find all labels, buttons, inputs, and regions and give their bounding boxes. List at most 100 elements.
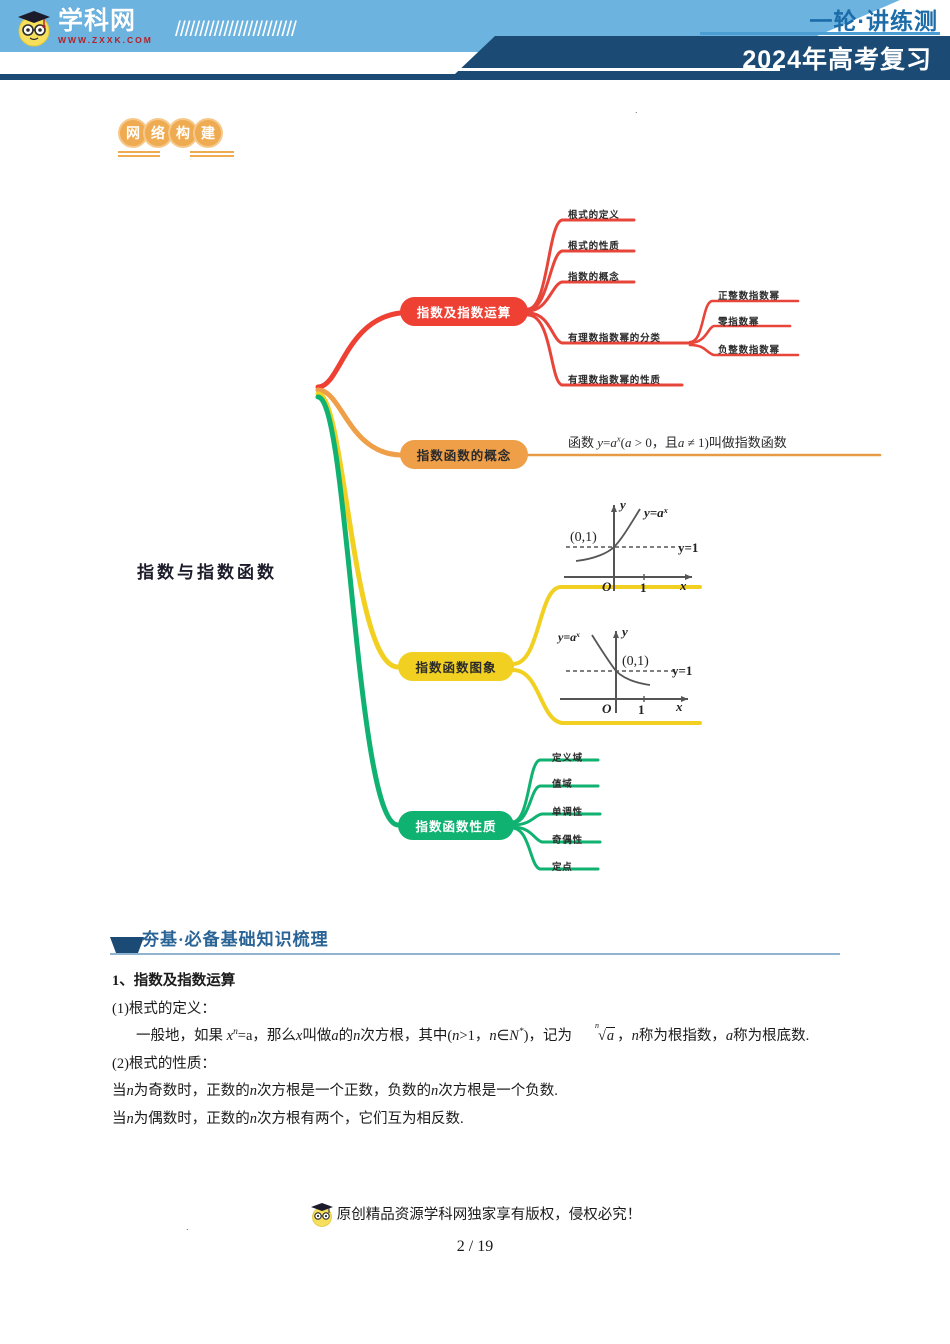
mindmap-leaf-radical-definition[interactable]: 根式的定义 — [568, 210, 620, 221]
mindmap-leaf-rational-power-properties[interactable]: 有理数指数幂的性质 — [568, 375, 661, 386]
stray-dot-mark: . — [635, 105, 638, 115]
mindmap-connectors — [315, 218, 882, 871]
graduation-cap-icon — [18, 11, 50, 29]
header-navy-band — [455, 36, 950, 74]
mindmap-leaf-zero-power[interactable]: 零指数幂 — [718, 317, 760, 328]
graduate-face-icon — [309, 1200, 335, 1227]
point-label: (0,1) — [570, 530, 597, 545]
figure-increasing-exponential: y x y=ax (0,1) y=1 O 1 — [552, 495, 712, 610]
p1-seg-c: ，那么 — [252, 1028, 296, 1045]
p2-seg-d: 次方根是一个负数. — [438, 1083, 558, 1100]
mindmap-node-exponents-and-operations[interactable]: 指数及指数运算 — [400, 297, 528, 326]
axis-label-y: y — [620, 624, 628, 639]
header-year-label: 2024年高考复习 — [742, 46, 932, 74]
x-tick-label: 1 — [638, 702, 645, 717]
p1-seg-i: )，记为 — [523, 1028, 572, 1045]
curve-label: y=ax — [556, 630, 580, 644]
p1-var-n3: n — [489, 1028, 497, 1045]
badge-chip: 建 — [193, 118, 223, 148]
document-body: 1、指数及指数运算 (1)根式的定义： 一般地，如果 xn=a，那么x叫做a的n… — [112, 968, 872, 1133]
p3-seg-a: 当 — [112, 1110, 127, 1127]
mindmap-leaf-negative-integer-power[interactable]: 负整数指数幂 — [718, 345, 780, 356]
footer-copyright-text: 原创精品资源学科网独家享有版权，侵权必究！ — [336, 1206, 642, 1223]
p1-radical-radicand: a — [606, 1028, 615, 1045]
p3-var-n2: n — [249, 1110, 257, 1127]
mindmap-node-exponential-function-graph[interactable]: 指数函数图象 — [398, 652, 514, 681]
mindmap-node-exponential-function-properties[interactable]: 指数函数性质 — [398, 811, 514, 840]
logo-name: 学科网 — [58, 7, 137, 36]
mindmap-exponents-and-exponential-functions: 指数与指数函数 指数及指数运算 指数函数的概念 指数函数图象 指数函数性质 根式… — [0, 175, 950, 905]
logo-url: WWW.ZXXK.COM — [58, 35, 153, 46]
footer-copyright-line: 原创精品资源学科网独家享有版权，侵权必究！ — [0, 1200, 950, 1227]
p1-var-a: a — [331, 1028, 339, 1045]
header-series-label: 一轮·讲练测 — [809, 8, 938, 34]
p2-seg-c: 次方根是一个正数，负数的 — [257, 1083, 431, 1100]
body-heading-1: 1、指数及指数运算 — [112, 973, 236, 989]
axis-label-x: x — [679, 578, 687, 593]
header-accent-underline — [700, 32, 940, 35]
p1-radical: n√a — [572, 1021, 617, 1051]
p2-seg-b: 为奇数时，正数的 — [133, 1083, 250, 1100]
p1-var-x: x — [226, 1028, 234, 1045]
mindmap-leaf-rational-power-classify[interactable]: 有理数指数幂的分类 — [568, 333, 661, 344]
p1-seg-f: 次方根，其中( — [360, 1028, 453, 1045]
header-navy-rule — [0, 74, 950, 80]
body-sub-1: (1)根式的定义： — [112, 1000, 216, 1017]
mindmap-leaf-fixed-point[interactable]: 定点 — [552, 862, 573, 873]
badge-chip: 构 — [168, 118, 198, 148]
p1-var-n: n — [353, 1028, 361, 1045]
header-white-rule — [0, 68, 780, 71]
mindmap-leaf-exponential-definition-formula: 函数 y=ax(a > 0，且a ≠ 1)叫做指数函数 — [568, 433, 787, 450]
p1-seg-d: 叫做 — [302, 1028, 332, 1045]
p3-seg-b: 为偶数时，正数的 — [133, 1110, 250, 1127]
section-badge-chips: 网 络 构 建 — [118, 118, 236, 148]
graduate-face-icon — [14, 7, 54, 47]
p3-seg-c: 次方根有两个，它们互为相反数. — [257, 1110, 464, 1127]
mindmap-leaf-exponent-concept[interactable]: 指数的概念 — [568, 272, 620, 283]
mindmap-leaf-monotonicity[interactable]: 单调性 — [552, 807, 583, 818]
mindmap-leaf-parity[interactable]: 奇偶性 — [552, 835, 583, 846]
page-header: 学科网 WWW.ZXXK.COM ///////////////////////… — [0, 0, 950, 88]
site-logo[interactable]: 学科网 WWW.ZXXK.COM — [14, 4, 153, 50]
body-paragraph-odd-root: 当n为奇数时，正数的n次方根是一个正数，负数的n次方根是一个负数. — [112, 1078, 872, 1106]
body-paragraph-even-root: 当n为偶数时，正数的n次方根有两个，它们互为相反数. — [112, 1106, 872, 1134]
origin-label: O — [602, 701, 612, 716]
p1-var-n4: n — [631, 1028, 639, 1045]
section-marker-triangle — [110, 937, 144, 953]
p1-seg-e: 的 — [338, 1028, 354, 1045]
mindmap-leaf-positive-integer-power[interactable]: 正整数指数幂 — [718, 291, 780, 302]
p2-var-n2: n — [249, 1083, 257, 1100]
axis-label-y: y — [618, 497, 626, 512]
section-badge-network-construction: 网 络 构 建 — [118, 118, 236, 159]
header-slash-decoration: ///////////////////////// — [175, 18, 297, 41]
mindmap-root-label: 指数与指数函数 — [137, 563, 277, 582]
badge-underline-decoration — [118, 151, 236, 159]
p1-seg-g: >1， — [459, 1028, 490, 1045]
section-heading-foundation: 夯基·必备基础知识梳理 — [110, 925, 840, 959]
mindmap-leaf-radical-properties[interactable]: 根式的性质 — [568, 241, 620, 252]
point-label: (0,1) — [622, 654, 649, 669]
axis-label-x: x — [675, 699, 683, 714]
badge-chip: 络 — [143, 118, 173, 148]
footer-page-number: 2 / 19 — [456, 1238, 494, 1255]
p1-seg-h: ∈ — [496, 1028, 510, 1045]
p1-star: * — [518, 1027, 524, 1038]
footer-stray-dot: . — [186, 1222, 189, 1232]
p1-var-a3: a — [725, 1028, 734, 1045]
p1-var-x2: x — [295, 1028, 303, 1045]
p1-seg-a: 一般地，如果 — [136, 1028, 223, 1045]
p1-var-N: N — [509, 1028, 519, 1045]
figure-decreasing-exponential: y x y=ax (0,1) y=1 O 1 — [552, 623, 712, 728]
mindmap-leaf-range[interactable]: 值域 — [552, 779, 573, 790]
p3-var-n1: n — [126, 1110, 134, 1127]
p1-radical-index: n — [594, 1021, 599, 1031]
p2-seg-a: 当 — [112, 1083, 127, 1100]
asymptote-label: y=1 — [672, 663, 692, 678]
p1-seg-j: ， — [617, 1028, 632, 1045]
body-sub-2: (2)根式的性质： — [112, 1055, 216, 1072]
mindmap-leaf-domain[interactable]: 定义域 — [552, 753, 583, 764]
p1-exp-n: n — [233, 1027, 238, 1038]
mindmap-node-exponential-function-concept[interactable]: 指数函数的概念 — [400, 440, 528, 469]
p2-var-n3: n — [431, 1083, 439, 1100]
